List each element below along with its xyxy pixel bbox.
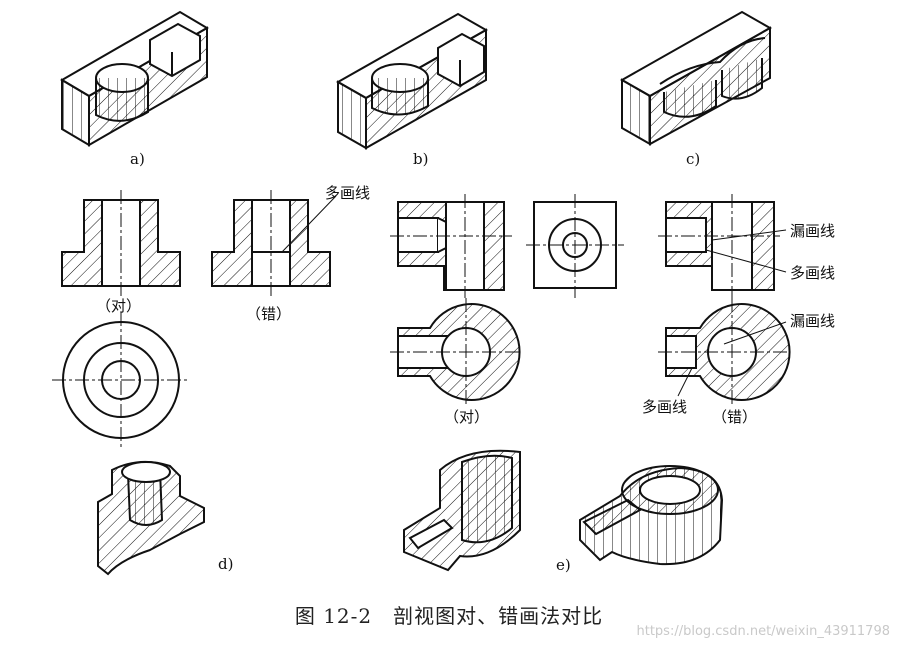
label-a: a) <box>130 150 145 168</box>
side-view-e <box>526 194 624 298</box>
label-missing-line-1: 漏画线 <box>790 222 836 240</box>
label-wrong-1: （错） <box>246 305 292 323</box>
section-view-e-correct-front <box>390 194 512 298</box>
label-c: c) <box>686 150 701 168</box>
top-view-e-wrong <box>658 298 791 406</box>
label-extra-line-2: 多画线 <box>790 264 836 282</box>
section-view-correct-front <box>61 190 181 296</box>
label-missing-line-2: 漏画线 <box>790 312 836 330</box>
isometric-block-c <box>619 10 773 146</box>
label-d: d) <box>218 555 234 573</box>
label-wrong-2: （错） <box>712 408 758 426</box>
top-view-e-correct <box>390 298 522 406</box>
section-view-wrong-front <box>211 190 337 296</box>
top-view-concentric-circles <box>52 312 190 448</box>
isometric-block-b <box>335 12 489 150</box>
isometric-cutaway-d <box>97 460 205 576</box>
section-view-e-wrong-front <box>658 194 787 298</box>
label-correct-2: （对） <box>444 408 490 426</box>
isometric-cutaway-e1 <box>403 449 521 572</box>
label-extra-line-1: 多画线 <box>325 184 371 202</box>
label-e: e) <box>556 556 571 574</box>
isometric-block-a <box>60 10 209 147</box>
label-correct-1: （对） <box>96 297 142 315</box>
isometric-cutaway-e2 <box>579 465 724 566</box>
label-extra-line-3: 多画线 <box>642 398 688 416</box>
watermark: https://blog.csdn.net/weixin_43911798 <box>636 624 890 639</box>
figure-caption: 图 12-2 剖视图对、错画法对比 <box>294 604 604 628</box>
label-b: b) <box>413 150 429 168</box>
